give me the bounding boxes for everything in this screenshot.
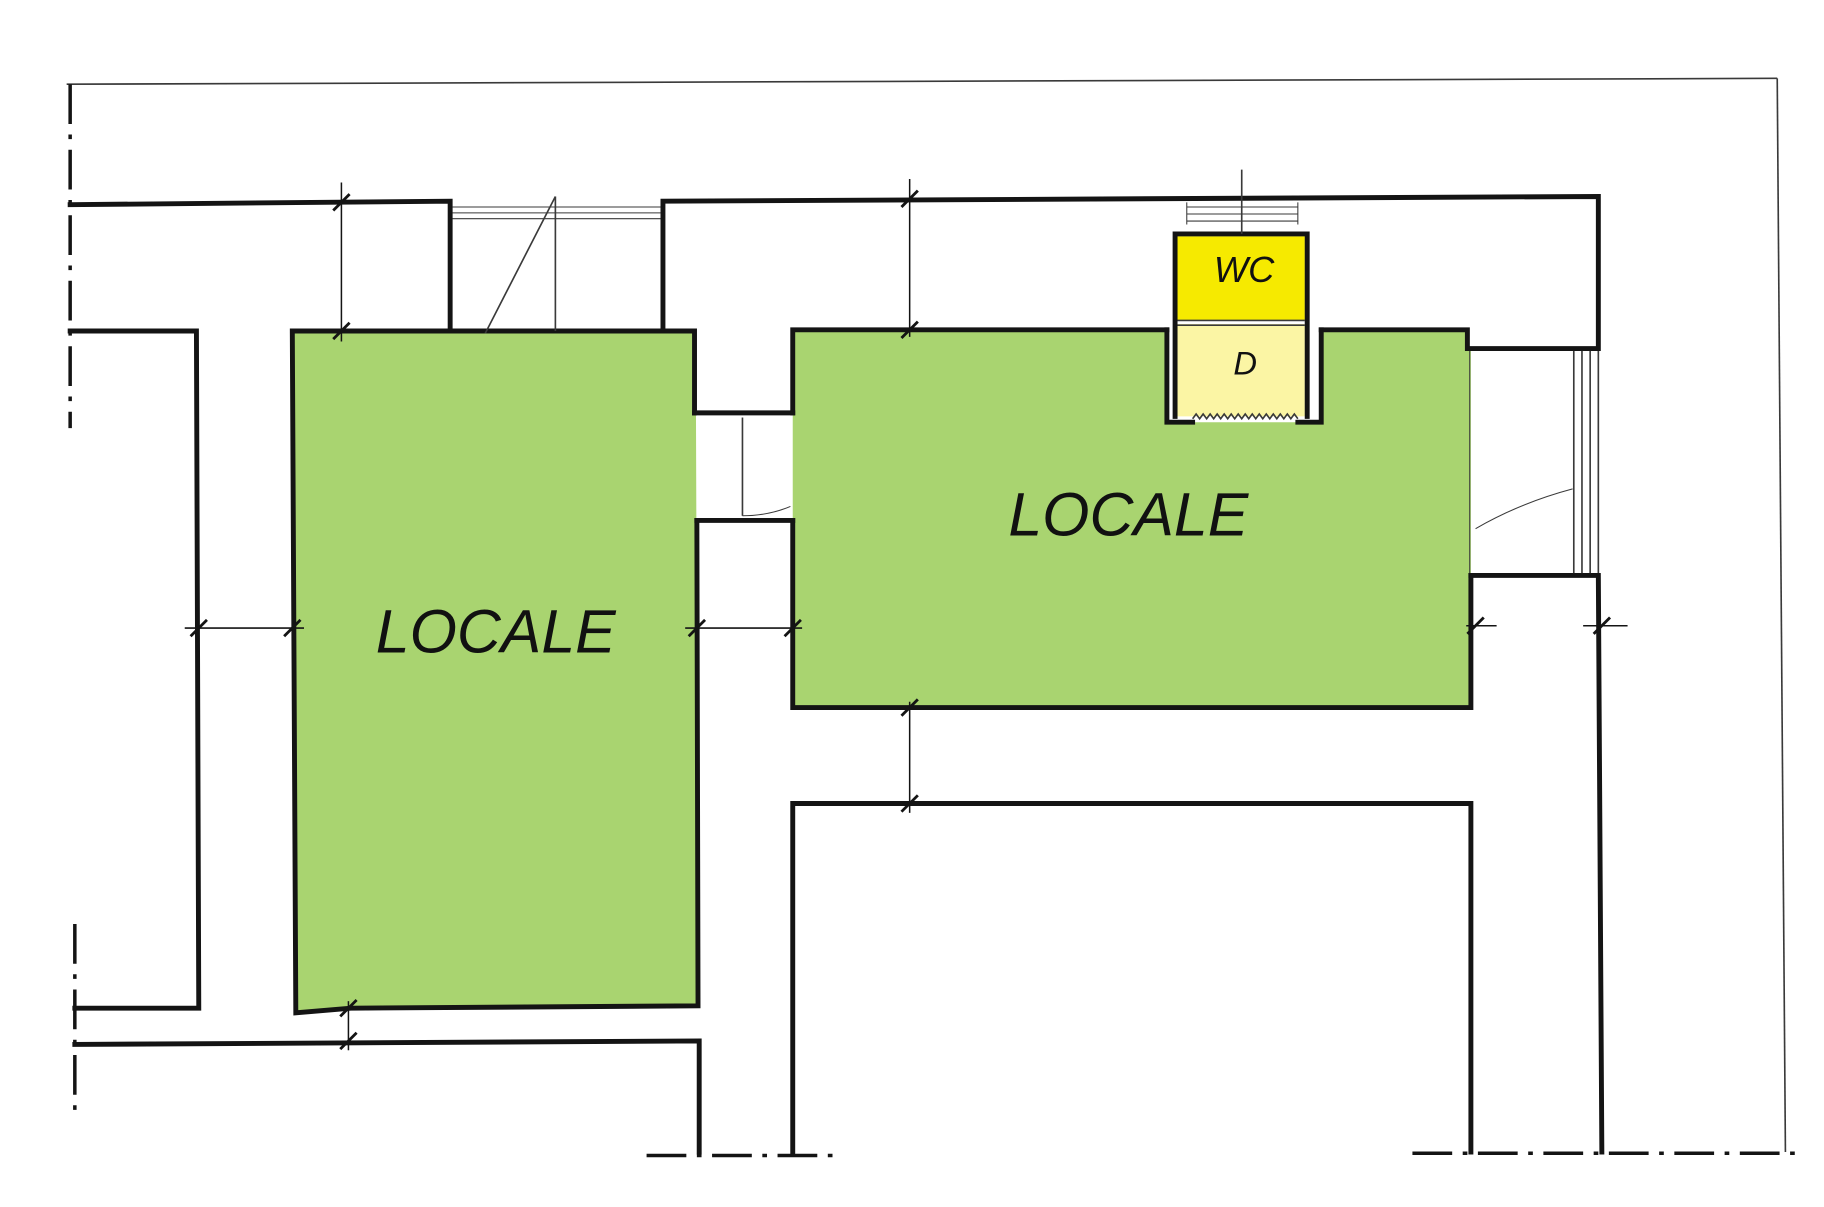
wall-top-left <box>67 198 453 334</box>
dimension-bottom-left <box>339 998 358 1051</box>
room-label-locale-right: LOCALE <box>1008 481 1249 549</box>
dimension-tick <box>900 320 919 339</box>
dimension-tick <box>339 1031 358 1051</box>
details <box>452 169 1600 574</box>
dimension-top-left <box>332 182 351 342</box>
room-locale-left-outline <box>289 328 701 1016</box>
dimension-top-right <box>900 178 919 339</box>
room-label-d: D <box>1233 344 1257 381</box>
dimension-tick <box>783 618 802 638</box>
axis-lines <box>68 84 1801 1158</box>
room-label-wc: WC <box>1214 249 1275 290</box>
dimension-left-corridor <box>184 618 304 638</box>
right-window-frame <box>1572 350 1600 574</box>
dimension-lower-gap <box>900 698 919 813</box>
dimension-right <box>1466 616 1628 635</box>
dimension-passage <box>685 618 803 638</box>
passage-door-swing <box>742 505 791 517</box>
wc-d-divider <box>1177 319 1305 326</box>
room-wc-fill <box>1177 236 1305 321</box>
dimension-tick <box>339 998 358 1018</box>
dimension-tick <box>332 193 351 212</box>
d-zigzag-opening <box>1191 412 1299 421</box>
dimension-tick <box>900 698 919 717</box>
stair-treads <box>452 206 661 220</box>
dimension-tick <box>283 618 302 638</box>
boundary-right-line <box>1776 78 1787 1153</box>
property-boundary <box>66 77 1787 1153</box>
dimension-tick <box>687 618 707 638</box>
dimension-tick <box>189 618 208 638</box>
wall-left-corridor <box>67 328 202 1011</box>
dimension-lines <box>184 178 1628 1051</box>
wc-walls-outer <box>1164 327 1324 425</box>
stair-diagonal <box>484 196 557 334</box>
dimension-tick <box>332 321 351 341</box>
dimension-tick <box>1592 616 1612 635</box>
dimension-tick <box>900 189 919 209</box>
wall-right <box>1468 572 1605 1155</box>
boundary-top-line <box>66 77 1778 86</box>
dimension-tick <box>900 794 919 813</box>
right-door-swing <box>1475 488 1573 530</box>
wall-lower-block <box>790 801 1474 1155</box>
wall-top-right <box>660 194 1601 351</box>
room-locale-right-outline <box>790 327 1474 711</box>
wall-bottom-left <box>72 1038 702 1155</box>
dimension-tick <box>1466 616 1485 635</box>
room-label-locale-left: LOCALE <box>376 598 617 666</box>
walls <box>67 194 1605 1155</box>
room-d-fill <box>1177 323 1305 417</box>
room-locale-left-fill <box>292 330 699 1013</box>
